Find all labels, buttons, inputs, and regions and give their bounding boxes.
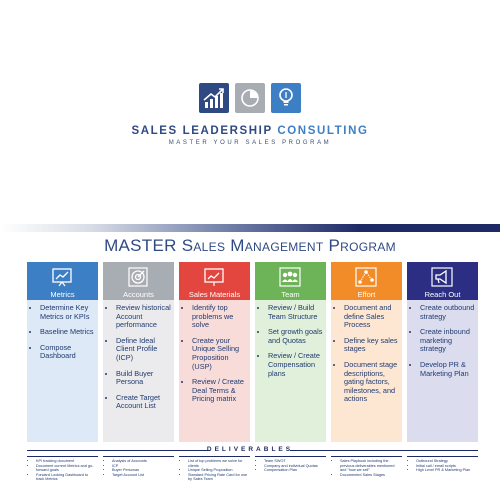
target-icon bbox=[128, 267, 148, 287]
logo-growth-chart-icon bbox=[199, 83, 229, 113]
list-item: Outbound Strategy bbox=[416, 459, 476, 464]
presentation-icon bbox=[204, 268, 224, 286]
deliverables-team: Team SWOT Company and individual Quotas … bbox=[255, 456, 326, 495]
column-reach-out: Reach Out Create outbound strategy Creat… bbox=[407, 262, 478, 442]
deliverables-heading: DELIVERABLES bbox=[206, 446, 294, 453]
list-item: Analysis of Accounts bbox=[112, 459, 172, 464]
list-item: Document and define Sales Process bbox=[344, 303, 399, 330]
list-item: ICP bbox=[112, 464, 172, 469]
process-icon bbox=[355, 267, 377, 287]
column-header: Accounts bbox=[103, 262, 174, 300]
list-item: Document current Metrics and go-forward … bbox=[36, 464, 96, 473]
list-item: Sales Playbook including the previous de… bbox=[340, 459, 400, 473]
list-item: Build Buyer Persona bbox=[116, 369, 171, 387]
banner-stripe bbox=[0, 224, 500, 232]
list-item: Develop PR & Marketing Plan bbox=[420, 360, 475, 378]
logo-lightbulb-icon bbox=[271, 83, 301, 113]
deliverables-metrics: KPI tracking document Document current M… bbox=[27, 456, 98, 495]
list-item: Create Target Account List bbox=[116, 393, 171, 411]
list-item: Company and individual Quotas bbox=[264, 464, 324, 469]
column-header: Sales Materials bbox=[179, 262, 250, 300]
team-icon bbox=[279, 267, 301, 287]
column-effort: Effort Document and define Sales Process… bbox=[331, 262, 402, 442]
deliverables-accounts: Analysis of Accounts ICP Buyer Personas … bbox=[103, 456, 174, 495]
list-item: Unique Selling Proposition bbox=[188, 468, 248, 473]
column-label: Effort bbox=[357, 290, 376, 299]
deliverables-sales-materials: List of top problems we solve for client… bbox=[179, 456, 250, 495]
list-item: Review / Create Deal Terms & Pricing mat… bbox=[192, 377, 247, 404]
list-item: Initial call / email scripts bbox=[416, 464, 476, 469]
list-item: Define key sales stages bbox=[344, 336, 399, 354]
list-item: Baseline Metrics bbox=[40, 328, 95, 337]
list-item: Review historical Account performance bbox=[116, 303, 171, 330]
column-label: Accounts bbox=[123, 290, 154, 299]
list-item: Review / Build Team Structure bbox=[268, 303, 323, 321]
list-item: KPI tracking document bbox=[36, 459, 96, 464]
list-item: Set growth goals and Quotas bbox=[268, 327, 323, 345]
column-body: Document and define Sales Process Define… bbox=[331, 300, 402, 442]
list-item: Documented Sales Stages bbox=[340, 473, 400, 478]
brand-name-bold: SALES LEADERSHIP bbox=[131, 125, 273, 137]
list-item: Define Ideal Client Profile (ICP) bbox=[116, 336, 171, 363]
list-item: Create outbound strategy bbox=[420, 303, 475, 321]
column-accounts: Accounts Review historical Account perfo… bbox=[103, 262, 174, 442]
list-item: Create inbound marketing strategy bbox=[420, 327, 475, 354]
brand-name-light: CONSULTING bbox=[277, 125, 369, 137]
column-body: Review / Build Team Structure Set growth… bbox=[255, 300, 326, 442]
brand-name: SALES LEADERSHIP CONSULTING bbox=[0, 125, 500, 137]
list-item: Compensation Plan bbox=[264, 468, 324, 473]
column-header: Metrics bbox=[27, 262, 98, 300]
list-item: Compose Dashboard bbox=[40, 343, 95, 361]
list-item: Standard Pricing Rate Card for use by Sa… bbox=[188, 473, 248, 482]
column-body: Review historical Account performance De… bbox=[103, 300, 174, 442]
deliverables-divider-right bbox=[290, 450, 478, 451]
column-label: Team bbox=[281, 290, 300, 299]
column-header: Reach Out bbox=[407, 262, 478, 300]
chart-board-icon bbox=[52, 268, 72, 287]
list-item: Document stage descriptions, gating fact… bbox=[344, 360, 399, 404]
column-body: Determine Key Metrics or KPIs Baseline M… bbox=[27, 300, 98, 442]
column-body: Identify top problems we solve Create yo… bbox=[179, 300, 250, 442]
logo-pie-chart-icon bbox=[235, 83, 265, 113]
list-item: Target Account List bbox=[112, 473, 172, 478]
deliverables-divider-left bbox=[27, 450, 210, 451]
list-item: Review / Create Compensation plans bbox=[268, 352, 323, 378]
column-sales-materials: Sales Materials Identify top problems we… bbox=[179, 262, 250, 442]
column-team: Team Review / Build Team Structure Set g… bbox=[255, 262, 326, 442]
list-item: Identify top problems we solve bbox=[192, 303, 247, 330]
list-item: Determine Key Metrics or KPIs bbox=[40, 303, 95, 321]
column-header: Team bbox=[255, 262, 326, 300]
tagline: MASTER YOUR SALES PROGRAM bbox=[168, 140, 332, 146]
list-item: Team SWOT bbox=[264, 459, 324, 464]
column-header: Effort bbox=[331, 262, 402, 300]
list-item: High Level PR & Marketing Plan bbox=[416, 468, 476, 473]
column-label: Metrics bbox=[50, 290, 75, 299]
page-title: MASTER Sales Management Program bbox=[104, 236, 396, 255]
list-item: List of top problems we solve for client… bbox=[188, 459, 248, 468]
list-item: Forward Looking Dashboard to track Metri… bbox=[36, 473, 96, 482]
column-label: Sales Materials bbox=[188, 290, 241, 299]
deliverables-reach-out: Outbound Strategy Initial call / email s… bbox=[407, 456, 478, 495]
list-item: Buyer Personas bbox=[112, 468, 172, 473]
column-label: Reach Out bbox=[424, 290, 461, 299]
column-metrics: Metrics Determine Key Metrics or KPIs Ba… bbox=[27, 262, 98, 442]
deliverables-effort: Sales Playbook including the previous de… bbox=[331, 456, 402, 495]
column-body: Create outbound strategy Create inbound … bbox=[407, 300, 478, 442]
megaphone-icon bbox=[431, 267, 453, 287]
list-item: Create your Unique Selling Proposition (… bbox=[192, 336, 247, 371]
